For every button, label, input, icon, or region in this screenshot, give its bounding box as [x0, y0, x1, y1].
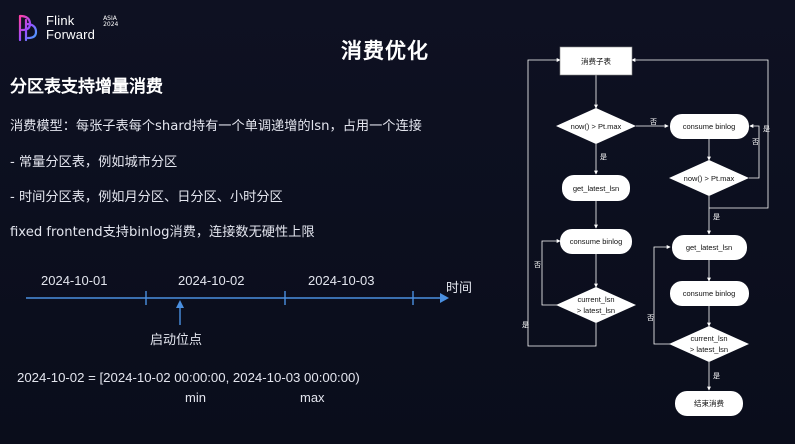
flow-connectors	[527, 58, 769, 391]
slide-title: 消费优化	[341, 39, 429, 63]
flow-cond-left-line2: > latest_lsn	[577, 306, 615, 315]
flow-get-latest-lsn-right	[672, 235, 747, 260]
flow-consume-left-label: consume binlog	[570, 237, 623, 246]
logo-badge-year: 2024	[103, 21, 119, 28]
formula-max-label: max	[300, 390, 325, 405]
flow-end-label: 结束消费	[694, 398, 724, 408]
flow-start-label: 消费子表	[581, 56, 611, 66]
flow-label-no-4: 否	[647, 314, 654, 322]
flow-label-no-2: 否	[534, 261, 541, 269]
logo-badge: ASIA 2024	[103, 16, 118, 28]
bullet-constant-partition: - 常量分区表，例如城市分区	[10, 155, 178, 170]
flow-consume-binlog-left	[560, 229, 632, 254]
flow-get-latest-left-label: get_latest_lsn	[573, 184, 619, 193]
timeline-date-1: 2024-10-01	[41, 273, 108, 288]
slide-subtitle: 分区表支持增量消费	[10, 77, 163, 97]
flow-get-latest-lsn-left	[562, 175, 630, 201]
logo-badge-asia: ASIA	[103, 15, 117, 22]
flow-label-yes-4: 是	[713, 213, 720, 221]
flow-cond-right-line2: > latest_lsn	[690, 345, 728, 354]
flow-consume-binlog-right	[670, 114, 749, 139]
flow-consume-binlog-right-2	[670, 281, 749, 306]
flow-cond-now-gt-max-1	[556, 108, 636, 144]
flow-label-yes-5: 是	[713, 372, 720, 380]
formula-min-label: min	[185, 390, 206, 405]
flow-cond-lsn-left	[556, 287, 636, 323]
partition-formula: 2024-10-02 = [2024-10-02 00:00:00, 2024-…	[17, 370, 360, 385]
flow-label-yes-3: 是	[763, 125, 770, 133]
flow-cond1-label: now() > Pt.max	[571, 122, 622, 131]
flow-end-node	[675, 391, 743, 416]
flow-consume-right2-label: consume binlog	[683, 289, 736, 298]
start-pointer-arrowhead	[176, 300, 184, 308]
logo-line1: Flink	[46, 13, 75, 28]
flow-start-node	[559, 46, 633, 76]
timeline-date-3: 2024-10-03	[308, 273, 375, 288]
flow-cond-now-gt-max-2	[669, 160, 749, 196]
timeline-arrowhead	[440, 293, 449, 303]
flow-label-yes-1: 是	[600, 153, 607, 161]
bullet-time-partition: - 时间分区表，例如月分区、日分区、小时分区	[10, 190, 283, 205]
flink-forward-logo: Flink Forward ASIA 2024	[16, 14, 118, 42]
flow-cond-left-line1: current_lsn	[577, 295, 614, 304]
flow-cond-right-line1: current_lsn	[690, 334, 727, 343]
flow-label-no-1: 否	[650, 118, 657, 126]
flow-get-latest-right-label: get_latest_lsn	[686, 243, 732, 252]
flink-forward-logo-icon	[18, 14, 38, 42]
flow-cond2-label: now() > Pt.max	[684, 174, 735, 183]
flow-label-no-3: 否	[752, 138, 759, 146]
flow-consume-right-label: consume binlog	[683, 122, 736, 131]
timeline-start-label: 启动位点	[150, 332, 203, 347]
bullet-consume-model: 消费模型：每张子表每个shard持有一个单调递增的lsn，占用一个连接	[10, 119, 422, 134]
logo-text: Flink Forward	[46, 14, 95, 42]
consume-flowchart: 消费子表 now() > Pt.max get_latest_lsn consu…	[522, 46, 770, 416]
timeline-date-2: 2024-10-02	[178, 273, 245, 288]
flow-label-yes-2: 是	[522, 321, 529, 329]
timeline-axis-label: 时间	[446, 280, 473, 295]
logo-line2: Forward	[46, 27, 96, 42]
bullet-fixed-frontend: fixed frontend支持binlog消费，连接数无硬性上限	[10, 225, 315, 240]
flow-cond-lsn-right	[669, 326, 749, 362]
